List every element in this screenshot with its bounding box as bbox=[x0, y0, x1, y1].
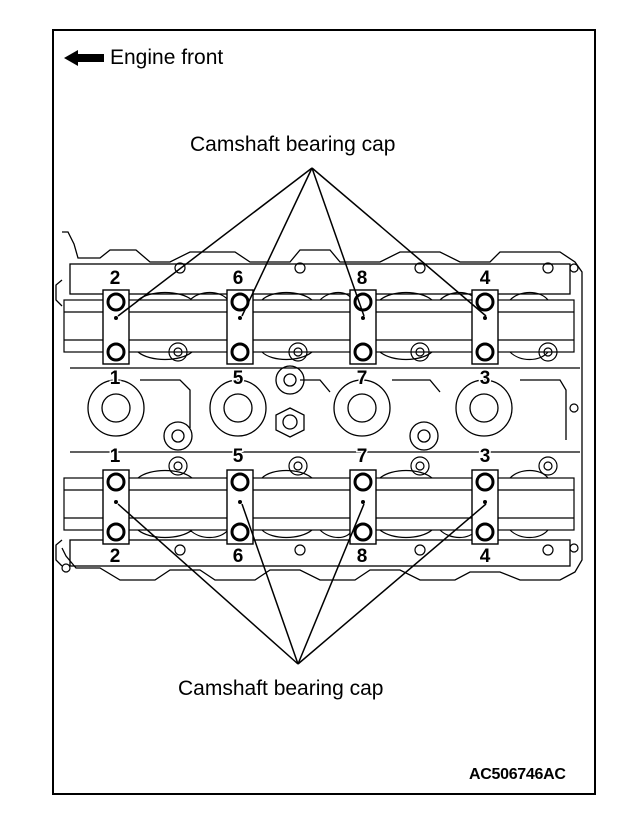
figure-frame bbox=[52, 29, 596, 795]
callout-leader-lines bbox=[117, 167, 487, 665]
cap-number: 6 bbox=[233, 268, 244, 289]
cap-number: 5 bbox=[233, 446, 244, 467]
cap-number: 1 bbox=[110, 446, 121, 467]
cap-number: 3 bbox=[480, 446, 491, 467]
cap-number: 7 bbox=[357, 368, 368, 389]
callout-bottom: Camshaft bearing cap bbox=[178, 677, 384, 700]
cap-marks bbox=[114, 316, 487, 504]
cylinder-head-outline bbox=[55, 231, 583, 581]
cap-number: 8 bbox=[357, 268, 368, 289]
engine-front-arrow-icon bbox=[64, 50, 104, 66]
callout-top: Camshaft bearing cap bbox=[190, 133, 396, 156]
engine-front-label: Engine front bbox=[110, 46, 224, 69]
bearing-caps-upper bbox=[102, 289, 499, 365]
cap-number: 5 bbox=[233, 368, 244, 389]
cap-number: 7 bbox=[357, 446, 368, 467]
cap-number: 4 bbox=[480, 546, 491, 567]
cap-number: 1 bbox=[110, 368, 121, 389]
cap-number: 8 bbox=[357, 546, 368, 567]
cap-number: 2 bbox=[110, 268, 121, 289]
cap-number: 6 bbox=[233, 546, 244, 567]
cap-number: 2 bbox=[110, 546, 121, 567]
cap-number: 4 bbox=[480, 268, 491, 289]
figure-code: AC506746AC bbox=[469, 766, 566, 783]
upper-camshaft bbox=[63, 291, 575, 361]
cap-bolts bbox=[106, 292, 495, 542]
head-bolts bbox=[61, 262, 579, 573]
spark-plug-bores bbox=[70, 365, 580, 453]
lower-camshaft bbox=[63, 469, 575, 539]
cap-number: 3 bbox=[480, 368, 491, 389]
cap-number-labels: 2 6 8 4 1 5 7 3 1 5 7 3 2 6 8 4 bbox=[108, 267, 492, 569]
bearing-caps-lower bbox=[102, 469, 499, 545]
